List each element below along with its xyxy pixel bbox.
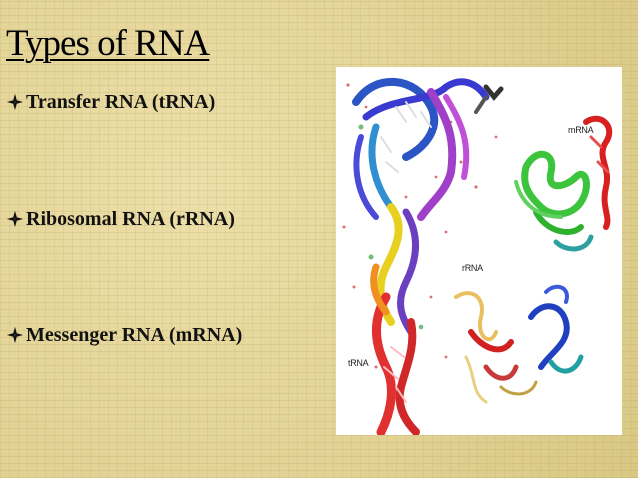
bullet-item-mrna: Messenger RNA (mRNA) [6,323,242,347]
bullet-text: Ribosomal RNA (rRNA) [26,208,235,230]
bullet-text: Messenger RNA (mRNA) [26,324,243,346]
diamond-bullet-icon [6,210,24,228]
rna-structure-illustration [342,77,613,435]
diamond-bullet-icon [6,326,24,344]
bullet-text: Transfer RNA (tRNA) [26,91,216,113]
mrna-label: mRNA [568,125,594,135]
trna-label: tRNA [348,358,369,368]
bullet-item-rrna: Ribosomal RNA (rRNA) [6,207,235,231]
diamond-bullet-icon [6,93,24,111]
rna-structure-image: mRNA rRNA tRNA [336,67,622,435]
bullet-item-trna: Transfer RNA (tRNA) [6,90,215,114]
rrna-label: rRNA [462,263,483,273]
slide-title: Types of RNA [6,23,210,64]
